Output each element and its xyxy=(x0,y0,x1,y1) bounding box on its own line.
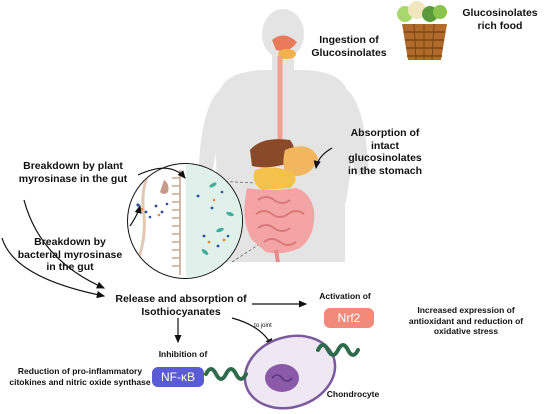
mouth-and-esophagus xyxy=(272,35,297,140)
label-release: Release and absorption of Isothiocyanate… xyxy=(115,293,247,318)
label-food: Glucosinolates rich food xyxy=(462,7,538,32)
nfkb-badge: NF-κB xyxy=(152,367,204,387)
label-ingestion: Ingestion of Glucosinolates xyxy=(311,34,387,59)
label-absorption-stomach: Absorption of intact glucosinolates in t… xyxy=(347,127,423,177)
arrow-plant-to-release xyxy=(23,199,106,289)
digestive-organs xyxy=(244,139,318,263)
label-inhibition: Inhibition of xyxy=(158,349,208,359)
food-basket-icon xyxy=(397,1,447,61)
label-breakdown-bacterial: Breakdown by bacterial myrosinase in the… xyxy=(17,236,123,273)
nrf2-badge: Nrf2 xyxy=(324,308,374,328)
label-increased-expression: Increased expression of antioxidant and … xyxy=(408,305,524,336)
label-breakdown-plant: Breakdown by plant myrosinase in the gut xyxy=(18,160,128,185)
arrow-bacterial-to-release xyxy=(1,237,106,299)
dna-strand-icon-nrf2 xyxy=(316,343,360,357)
chondrocyte-cell xyxy=(243,334,337,410)
label-to-joint: to joint xyxy=(254,323,272,329)
label-chondrocyte: Chondrocyte xyxy=(326,389,380,399)
dna-strand-icon-nfkb xyxy=(204,367,248,381)
label-activation: Activation of xyxy=(319,291,371,301)
arrow-bacterial-myrosinase xyxy=(129,204,142,227)
arrow-plant-myrosinase xyxy=(137,167,186,179)
label-reduction: Reduction of pro-inflammatory citokines … xyxy=(9,366,151,387)
arrow-absorption-stomach xyxy=(313,147,333,170)
